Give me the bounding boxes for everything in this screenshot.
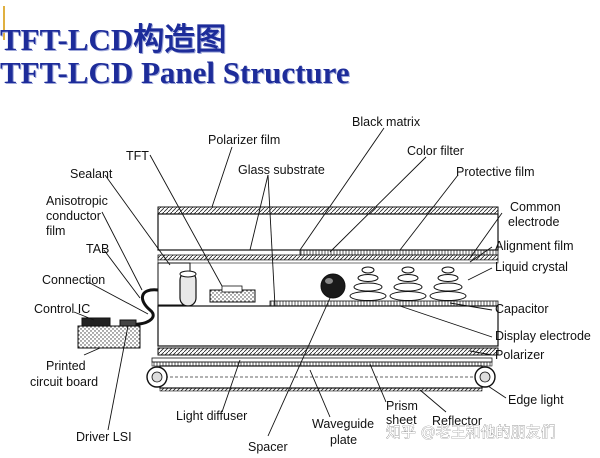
label-reflector: Reflector [432,414,482,428]
label-display-electrode: Display electrode [495,329,591,343]
edge-light-right-core [479,371,491,383]
label-pcb-1: Printed [46,359,86,373]
label-prism-sheet-1: Prism [386,399,418,413]
printed-circuit-board [77,325,141,349]
accent-bar [3,6,5,40]
bottom-polarizer [157,347,499,356]
driver-lsi-chip [119,319,137,327]
title-english: TFT-LCD Panel Structure [0,55,350,90]
label-waveguide-1: Waveguide [312,417,374,431]
common-electrode-layer [157,254,499,261]
tft-gate [221,285,243,293]
leader-lines [73,127,507,437]
label-sealant: Sealant [70,167,113,181]
label-tab: TAB [86,242,109,256]
label-connection: Connection [42,273,105,287]
top-polarizer-film [157,206,499,215]
label-anisotropic-3: film [46,224,65,238]
label-pcb-2: circuit board [30,375,98,389]
label-driver-lsi: Driver LSI [76,430,132,444]
label-waveguide-2: plate [330,433,357,447]
label-common-electrode-2: electrode [508,215,559,229]
label-edge-light: Edge light [508,393,564,407]
tab-flex-cable [129,288,159,326]
labels: Polarizer film Black matrix TFT Sealant … [30,115,591,454]
top-glass-substrate [157,213,499,251]
label-liquid-crystal: Liquid crystal [495,260,568,274]
label-polarizer-film: Polarizer film [208,133,280,147]
watermark: 知乎 @老王和他的朋友们 [386,423,556,441]
reflector-sheet [159,387,483,392]
edge-light-left-core [151,371,163,383]
label-polarizer: Polarizer [495,348,544,362]
label-glass-substrate: Glass substrate [238,163,325,177]
liquid-crystal-stacks [349,266,467,301]
label-anisotropic-2: conductor [46,209,101,223]
spacer-cylinder-top [179,270,197,278]
label-tft: TFT [126,149,149,163]
spacer-ball-highlight [325,278,333,284]
label-control-ic: Control IC [34,302,90,316]
label-common-electrode-1: Common [510,200,561,214]
spacer-ball [320,273,346,299]
title-chinese: TFT-LCD构造图 [0,22,227,57]
label-black-matrix: Black matrix [352,115,421,129]
label-anisotropic-1: Anisotropic [46,194,108,208]
label-capacitor: Capacitor [495,302,549,316]
label-prism-sheet-2: sheet [386,413,417,427]
label-protective-film: Protective film [456,165,535,179]
bottom-glass-substrate [157,305,499,347]
light-diffuser-sheet [151,357,493,363]
prism-sheet [151,361,493,367]
label-color-filter: Color filter [407,144,464,158]
color-filter-layer [299,249,499,256]
control-ic-chip [81,317,111,327]
label-light-diffuser: Light diffuser [176,409,247,423]
alignment-film-top [157,259,499,264]
label-alignment-film: Alignment film [495,239,574,253]
label-spacer: Spacer [248,440,288,454]
